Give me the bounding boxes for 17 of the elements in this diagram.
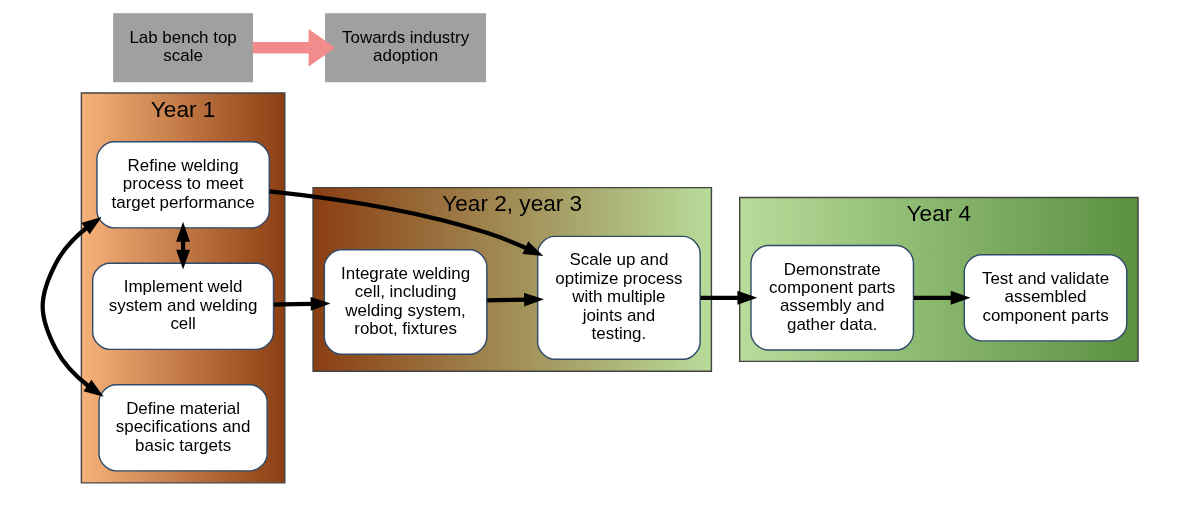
arrow xyxy=(40,216,104,397)
node-box: Integrate welding cell, including welding system, robot, fixtures xyxy=(323,249,488,355)
node-box: Test and validate assembled component parts xyxy=(963,254,1127,342)
arrow xyxy=(486,292,544,307)
arrow xyxy=(252,29,335,67)
node-box: Demonstrate component parts assembly and gather data. xyxy=(749,244,914,351)
node-box: Implement weld system and welding cell xyxy=(91,262,274,351)
node-box: Refine welding process to meet target performance xyxy=(95,141,270,229)
node-box: Scale up and optimize process with multiple joints and testing. xyxy=(536,235,701,360)
node-box: Define material specifications and basic targets xyxy=(97,383,268,472)
arrow xyxy=(700,290,757,305)
arrow xyxy=(268,189,543,256)
arrow xyxy=(913,290,971,305)
arrow xyxy=(273,296,330,311)
node-box: Towards industry adoption xyxy=(324,13,486,83)
node-box: Lab bench top scale xyxy=(112,13,253,83)
arrow xyxy=(175,221,190,270)
